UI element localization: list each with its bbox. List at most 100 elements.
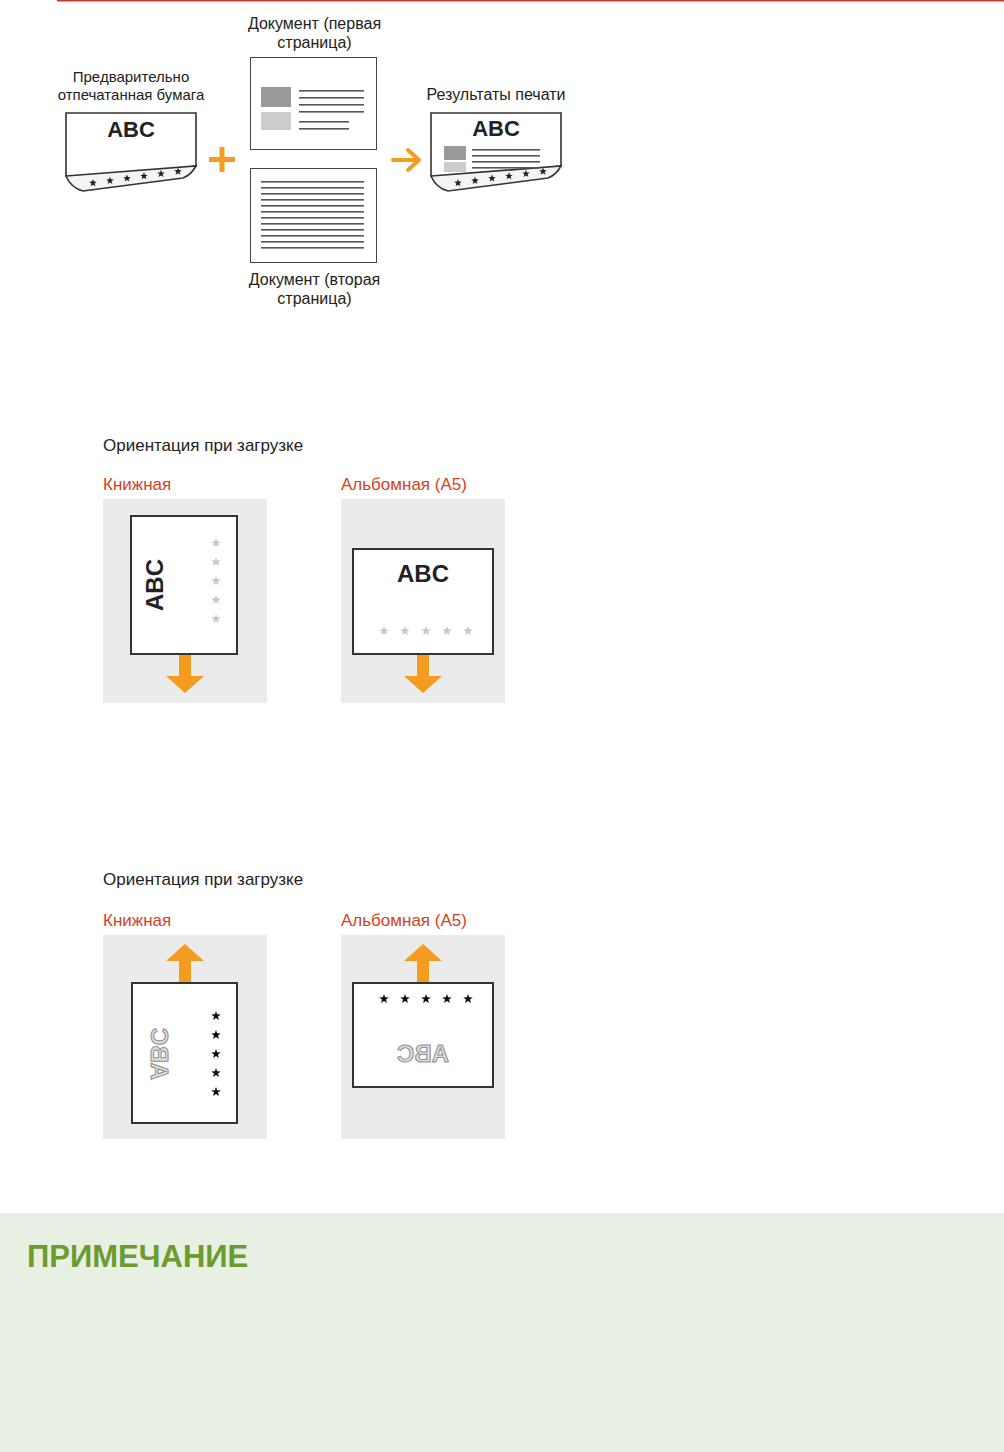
paper-sheet: ABC — [131, 982, 238, 1124]
star-mark — [211, 576, 221, 585]
text-line — [261, 229, 364, 231]
document-page: Документ (вторая страница) — [250, 168, 377, 263]
text-line — [261, 241, 364, 243]
plus-sign — [220, 147, 225, 172]
star-mark — [211, 1049, 221, 1058]
star-mark — [379, 994, 389, 1003]
star-mark — [454, 179, 462, 186]
text-line — [261, 193, 364, 195]
star-mark — [174, 168, 182, 175]
star-mark — [89, 179, 97, 186]
image-block — [261, 112, 291, 130]
text-line — [472, 149, 540, 151]
text-line — [472, 167, 540, 169]
text-line — [261, 187, 364, 189]
star-mark — [539, 168, 547, 175]
star-mark — [157, 170, 165, 177]
section-heading: Ориентация при загрузке — [103, 436, 303, 456]
star-mark — [211, 557, 221, 566]
star-mark — [488, 174, 496, 181]
sheet-text: ABC — [430, 116, 562, 142]
preprinted-paper: Предварительно отпечатанная бумагаABC — [65, 112, 197, 192]
star-mark — [211, 595, 221, 604]
sheet-text: ABC — [144, 1019, 174, 1089]
star-mark — [522, 170, 530, 177]
result-arrow — [393, 150, 419, 170]
paper-sheet: ABC — [352, 982, 494, 1088]
text-line — [299, 111, 364, 113]
sheet-text: ABC — [354, 560, 492, 589]
image-block — [444, 162, 466, 172]
section-heading: Ориентация при загрузке — [103, 870, 303, 890]
text-line — [261, 211, 364, 213]
sheet-caption: Предварительно отпечатанная бумага — [51, 68, 211, 104]
orientation-panel: КнижнаяABC — [103, 499, 267, 703]
sheet-caption: Книжная — [103, 475, 171, 495]
text-line — [261, 223, 364, 225]
sheet-text: ABC — [354, 1040, 492, 1069]
orientation-panel: Альбомная (A5)ABC — [341, 499, 505, 703]
sheet-text: ABC — [65, 117, 197, 143]
feed-arrow — [404, 944, 442, 987]
star-mark — [471, 177, 479, 184]
star-mark — [211, 1030, 221, 1039]
star-mark — [421, 994, 431, 1003]
star-mark — [505, 172, 513, 179]
note-heading: ПРИМЕЧАНИЕ — [27, 1238, 248, 1275]
star-mark — [123, 174, 131, 181]
sheet-drawing — [352, 982, 494, 1088]
star-mark — [463, 626, 473, 635]
sheet-caption: Результаты печати — [406, 85, 586, 104]
text-line — [261, 205, 364, 207]
document-page: Документ (первая страница) — [250, 57, 377, 150]
sheet-text: ABC — [140, 550, 170, 620]
text-line — [299, 97, 364, 99]
text-line — [299, 104, 364, 106]
star-mark — [442, 994, 452, 1003]
star-mark — [211, 1068, 221, 1077]
top-rule — [57, 0, 1004, 2]
text-line — [299, 121, 349, 123]
note-band — [0, 1213, 1004, 1452]
text-line — [299, 90, 364, 92]
star-mark — [379, 626, 389, 635]
star-mark — [211, 1087, 221, 1096]
sheet-drawing — [249, 56, 376, 149]
sheet-caption: Книжная — [103, 911, 171, 931]
text-line — [261, 199, 364, 201]
feed-arrow — [166, 944, 204, 987]
star-mark — [400, 626, 410, 635]
star-mark — [421, 626, 431, 635]
sheet-caption: Альбомная (A5) — [341, 475, 467, 495]
paper-sheet: ABC — [130, 515, 238, 655]
paper-curl — [66, 166, 196, 191]
star-mark — [211, 614, 221, 623]
text-line — [472, 161, 540, 163]
sheet-drawing — [249, 167, 376, 262]
feed-arrow — [404, 654, 442, 693]
paper-sheet: ABC — [352, 548, 494, 655]
star-mark — [211, 538, 221, 547]
star-mark — [106, 177, 114, 184]
text-line — [299, 128, 349, 130]
feed-arrow — [166, 654, 204, 693]
text-line — [261, 217, 364, 219]
text-line — [472, 155, 540, 157]
printed-result: Результаты печатиABC — [430, 112, 562, 192]
orientation-panel: Альбомная (A5)ABC — [341, 935, 505, 1139]
image-block — [444, 146, 466, 160]
text-line — [261, 181, 364, 183]
sheet-caption: Альбомная (A5) — [341, 911, 467, 931]
star-mark — [140, 172, 148, 179]
sheet-caption: Документ (вторая страница) — [233, 270, 396, 308]
star-mark — [400, 994, 410, 1003]
star-mark — [211, 1011, 221, 1020]
text-line — [261, 247, 364, 249]
star-mark — [442, 626, 452, 635]
sheet-caption: Документ (первая страница) — [233, 14, 396, 52]
star-mark — [463, 994, 473, 1003]
orientation-panel: КнижнаяABC — [103, 935, 267, 1139]
image-block — [261, 87, 291, 107]
text-line — [261, 235, 364, 237]
